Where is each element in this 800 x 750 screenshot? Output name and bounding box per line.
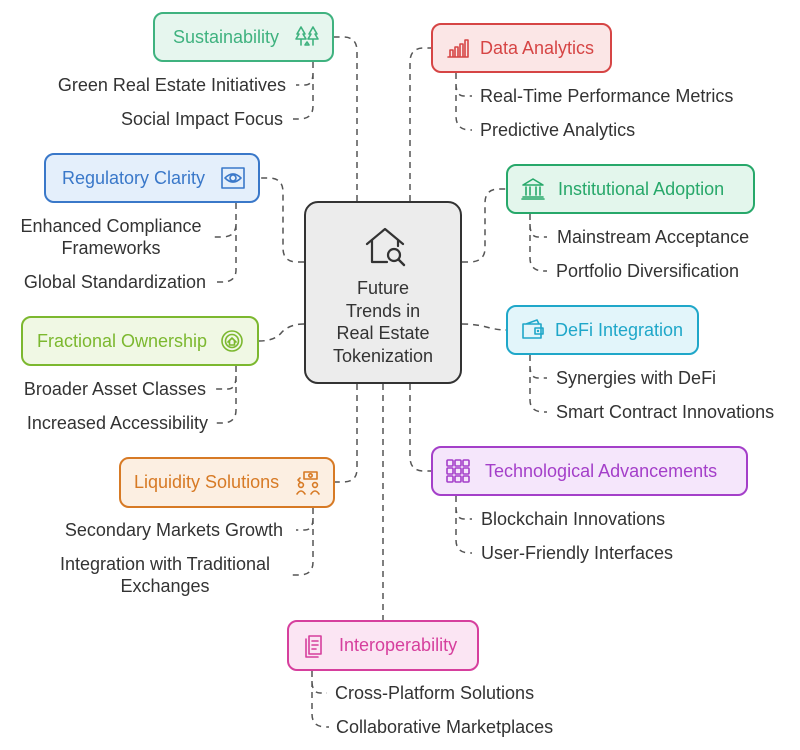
topic-label: Institutional Adoption <box>558 178 725 199</box>
subtopic-item: Global Standardization <box>23 272 206 292</box>
subtopic-item: Social Impact Focus <box>120 109 283 129</box>
connector-line <box>258 323 305 342</box>
circuit-grid-icon <box>445 458 471 484</box>
subtopic-item: Broader Asset Classes <box>23 379 206 399</box>
topic-technological-advancements: Technological Advancements <box>431 446 748 496</box>
eye-frame-icon <box>220 165 246 191</box>
connector-line <box>455 73 472 131</box>
topic-institutional-adoption: Institutional Adoption <box>506 164 755 214</box>
house-search-icon <box>365 227 406 267</box>
documents-icon <box>301 633 327 659</box>
subtopic-item: Collaborative Marketplaces <box>336 717 554 737</box>
bank-icon <box>520 176 546 202</box>
topic-data-analytics: Data Analytics <box>431 23 612 73</box>
topic-label: Sustainability <box>173 26 280 47</box>
topic-interoperability: Interoperability <box>287 620 479 671</box>
topic-sustainability: Sustainability <box>153 12 334 62</box>
central-topic: Future Trends in Real Estate Tokenizatio… <box>304 201 462 384</box>
subtopic-item: Smart Contract Innovations <box>556 402 775 422</box>
connector-line <box>529 355 547 413</box>
topic-regulatory-clarity: Regulatory Clarity <box>44 153 260 203</box>
topic-defi-integration: DeFi Integration <box>506 305 699 355</box>
topic-label: Liquidity Solutions <box>134 472 280 492</box>
subtopic-item: Cross-Platform Solutions <box>335 683 535 703</box>
subtopic-item: Synergies with DeFi <box>556 368 717 388</box>
subtopic-item: User-Friendly Interfaces <box>481 543 674 563</box>
central-topic-title: Future Trends in Real Estate Tokenizatio… <box>332 278 434 366</box>
connector-line <box>409 384 431 472</box>
bar-chart-icon <box>445 35 471 61</box>
money-exchange-icon <box>295 470 321 496</box>
subtopic-item: Increased Accessibility <box>26 413 208 433</box>
connector-line <box>462 188 506 263</box>
connector-line <box>293 62 314 120</box>
house-target-icon <box>219 328 245 354</box>
subtopic-item: Mainstream Acceptance <box>557 227 750 247</box>
connector-line <box>455 496 472 554</box>
subtopic-item: Enhanced Compliance Frameworks <box>20 216 202 258</box>
connector-line <box>409 47 431 201</box>
subtopic-item: Blockchain Innovations <box>481 509 666 529</box>
subtopic-item: Predictive Analytics <box>480 120 636 140</box>
topic-label: Interoperability <box>339 635 458 655</box>
connector-line <box>334 36 358 201</box>
subtopic-item: Secondary Markets Growth <box>64 520 283 540</box>
connector-line <box>214 366 237 424</box>
topic-label: Technological Advancements <box>485 460 718 481</box>
trees-icon <box>294 24 320 50</box>
topic-label: Regulatory Clarity <box>62 167 206 188</box>
connector-line <box>214 203 237 283</box>
connector-line <box>335 384 358 483</box>
connector-line <box>260 177 304 263</box>
connector-line <box>461 323 507 331</box>
connector-line <box>529 214 547 272</box>
topic-fractional-ownership: Fractional Ownership <box>21 316 259 366</box>
wallet-icon <box>520 317 546 343</box>
topic-label: DeFi Integration <box>555 319 684 340</box>
topic-label: Fractional Ownership <box>37 330 208 351</box>
topic-label: Data Analytics <box>480 37 595 58</box>
topic-liquidity-solutions: Liquidity Solutions <box>119 457 335 508</box>
subtopic-item: Real-Time Performance Metrics <box>480 86 734 106</box>
connector-line <box>311 671 329 728</box>
subtopic-item: Green Real Estate Initiatives <box>57 75 286 95</box>
subtopic-item: Portfolio Diversification <box>556 261 740 281</box>
connector-line <box>290 508 314 576</box>
subtopic-item: Integration with Traditional Exchanges <box>59 554 271 596</box>
